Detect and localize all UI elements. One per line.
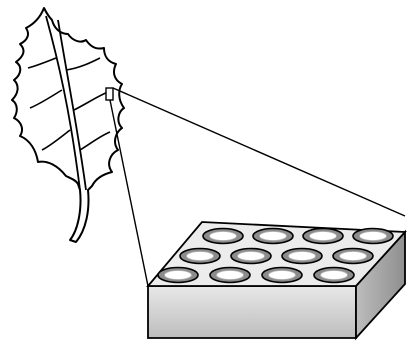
cell [202,227,244,245]
cell [313,266,355,284]
cell [281,247,323,265]
cell [179,247,221,265]
cell [332,247,374,265]
cell-block-front [147,285,357,339]
cell [209,266,251,284]
magnification-line-top [112,87,406,217]
leaf-sample-marker [105,87,114,101]
cell [261,266,303,284]
cell [302,227,344,245]
leaf-icon [11,7,125,243]
cell [352,227,394,245]
leaf-veins [27,57,111,151]
cell [157,266,199,284]
leaf-midrib [45,15,87,191]
magnification-line-bottom [109,99,149,287]
cell [230,247,272,265]
cell [252,227,294,245]
cell-grid [157,227,394,284]
